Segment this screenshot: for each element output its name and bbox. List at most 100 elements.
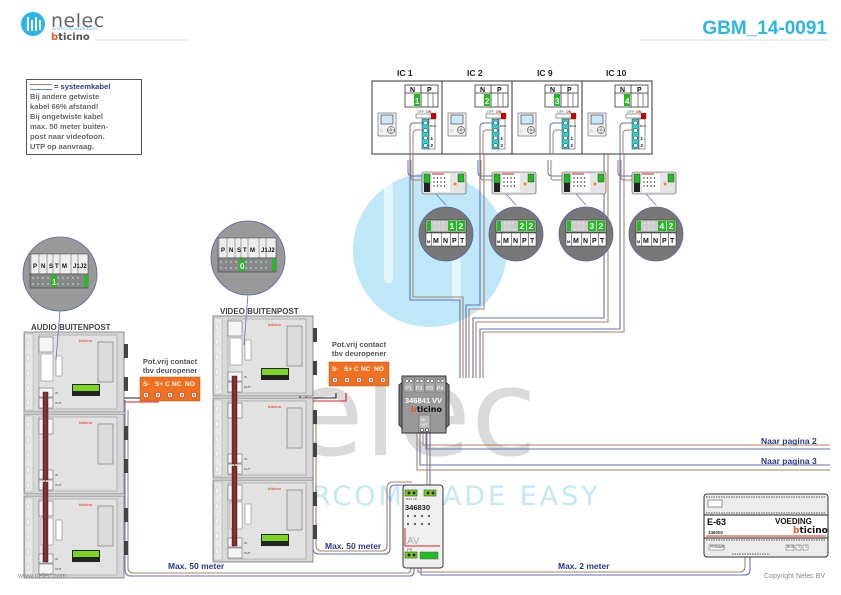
distributor-port-label: P2 [416, 386, 423, 392]
switch-on-label: ON [636, 110, 642, 114]
switch-on-label: ON [496, 110, 502, 114]
legend-line: max. 50 meter buiten- [30, 122, 109, 131]
to-page-3-label: Naar pagina 3 [761, 456, 817, 466]
svg-text:OUT: OUT [244, 551, 251, 555]
svg-text:IN: IN [244, 541, 247, 545]
svg-text:IN: IN [55, 557, 58, 561]
document-code: GBM_14-0091 [702, 18, 827, 39]
contact-terminal-label: S+ [344, 366, 352, 373]
config-label: M [573, 238, 579, 245]
config-digit-box [457, 221, 465, 231]
bticino-mark: bticino [268, 486, 282, 491]
dip-label: T [55, 264, 59, 270]
config-label: P [522, 238, 527, 245]
terminal-label: 2 [571, 143, 574, 148]
np-table [614, 84, 649, 108]
bus-cable [552, 129, 562, 154]
config-digit: 2 [529, 221, 534, 231]
contact-terminal-label: NC [361, 366, 371, 373]
config-value: 0 [240, 262, 245, 271]
svg-text:OUT: OUT [55, 567, 62, 571]
monitor-screen [520, 114, 534, 125]
dip-label: S [49, 264, 53, 270]
psu-part-no: 346000 [708, 530, 724, 535]
p-header: P [497, 87, 502, 94]
power-switch-knob [501, 113, 506, 119]
n-value-box [554, 94, 560, 106]
svg-text:OUT: OUT [55, 401, 62, 405]
terminal-label: 1 [431, 136, 434, 141]
terminal-screw [493, 135, 498, 141]
config-label: T [460, 238, 465, 245]
config-digit: 2 [599, 221, 604, 231]
terminal-screw [563, 128, 568, 133]
legend-line: Bij ongetwiste kabel [30, 112, 104, 121]
website-text: www.nelec.com [18, 573, 67, 580]
dip-label: S [237, 248, 241, 254]
n-value-box [484, 94, 490, 106]
np-table [404, 84, 439, 108]
config-digit: 2 [669, 221, 674, 231]
dip-label: N [41, 264, 45, 270]
bus-cable [482, 129, 492, 154]
distributor-port [403, 377, 415, 393]
p-header: P [637, 87, 642, 94]
monitor-screen [590, 114, 604, 125]
distributor-model-text: 346841 [405, 396, 430, 405]
config-label: M [567, 239, 571, 244]
contact-terminal-label: NO [185, 381, 195, 388]
door-contact-line1: Pot.vrij contact [331, 340, 387, 349]
legend-line: post naar videofoon. [30, 132, 105, 141]
monitor-screen [380, 114, 394, 125]
config-label: M [497, 239, 501, 244]
config-digit: 3 [590, 221, 595, 231]
terminal-label: 1 [641, 136, 644, 141]
monitor-screen [450, 114, 464, 125]
contact-terminal-label: NO [374, 366, 384, 373]
svg-text:IN: IN [55, 391, 58, 395]
logo-name: nelec [51, 10, 105, 32]
switch-off-label: OFF [487, 110, 494, 114]
psu-primary-label: PRIMAIR [710, 545, 725, 549]
contact-terminal-label: NC [172, 381, 182, 388]
config-label: T [530, 238, 535, 245]
contact-terminal-label: S+ [155, 381, 163, 388]
svg-text:IN: IN [55, 473, 58, 477]
door-contact-line2: tbv deuropener [142, 366, 198, 375]
bticino-mark: bticino [268, 322, 282, 327]
np-table [474, 84, 509, 108]
n-header: N [550, 87, 555, 94]
terminal-screw [563, 135, 568, 141]
terminal-label: BUS [640, 124, 646, 128]
ic-label: IC 9 [537, 68, 553, 78]
bticino-mark: bticino [79, 420, 93, 425]
distributor-port [414, 377, 425, 393]
av-bus-label: BUS TK [406, 497, 417, 501]
config-digit-box [667, 221, 675, 231]
ic-label: IC 10 [606, 68, 627, 78]
config-digit-box [588, 221, 596, 231]
config-label: P [592, 238, 597, 245]
config-label: N [443, 238, 448, 245]
bus-cable [549, 122, 562, 154]
terminal-label: BUS [570, 124, 576, 128]
n-value: 3 [555, 97, 560, 106]
distributor-port-label: P1 [405, 386, 412, 392]
switch-off-label: OFF [557, 110, 564, 114]
bus-cable [479, 122, 492, 154]
config-digit: 2 [520, 221, 525, 231]
dip-label: N [229, 248, 233, 254]
terminal-label: 2 [431, 143, 434, 148]
svg-text:RCOM MADE EASY: RCOM MADE EASY [312, 481, 601, 512]
config-digit-box [527, 221, 535, 231]
av-label-text: AV [407, 536, 420, 547]
config-label: M [427, 239, 431, 244]
distributor-port-label: P3 [426, 386, 433, 392]
